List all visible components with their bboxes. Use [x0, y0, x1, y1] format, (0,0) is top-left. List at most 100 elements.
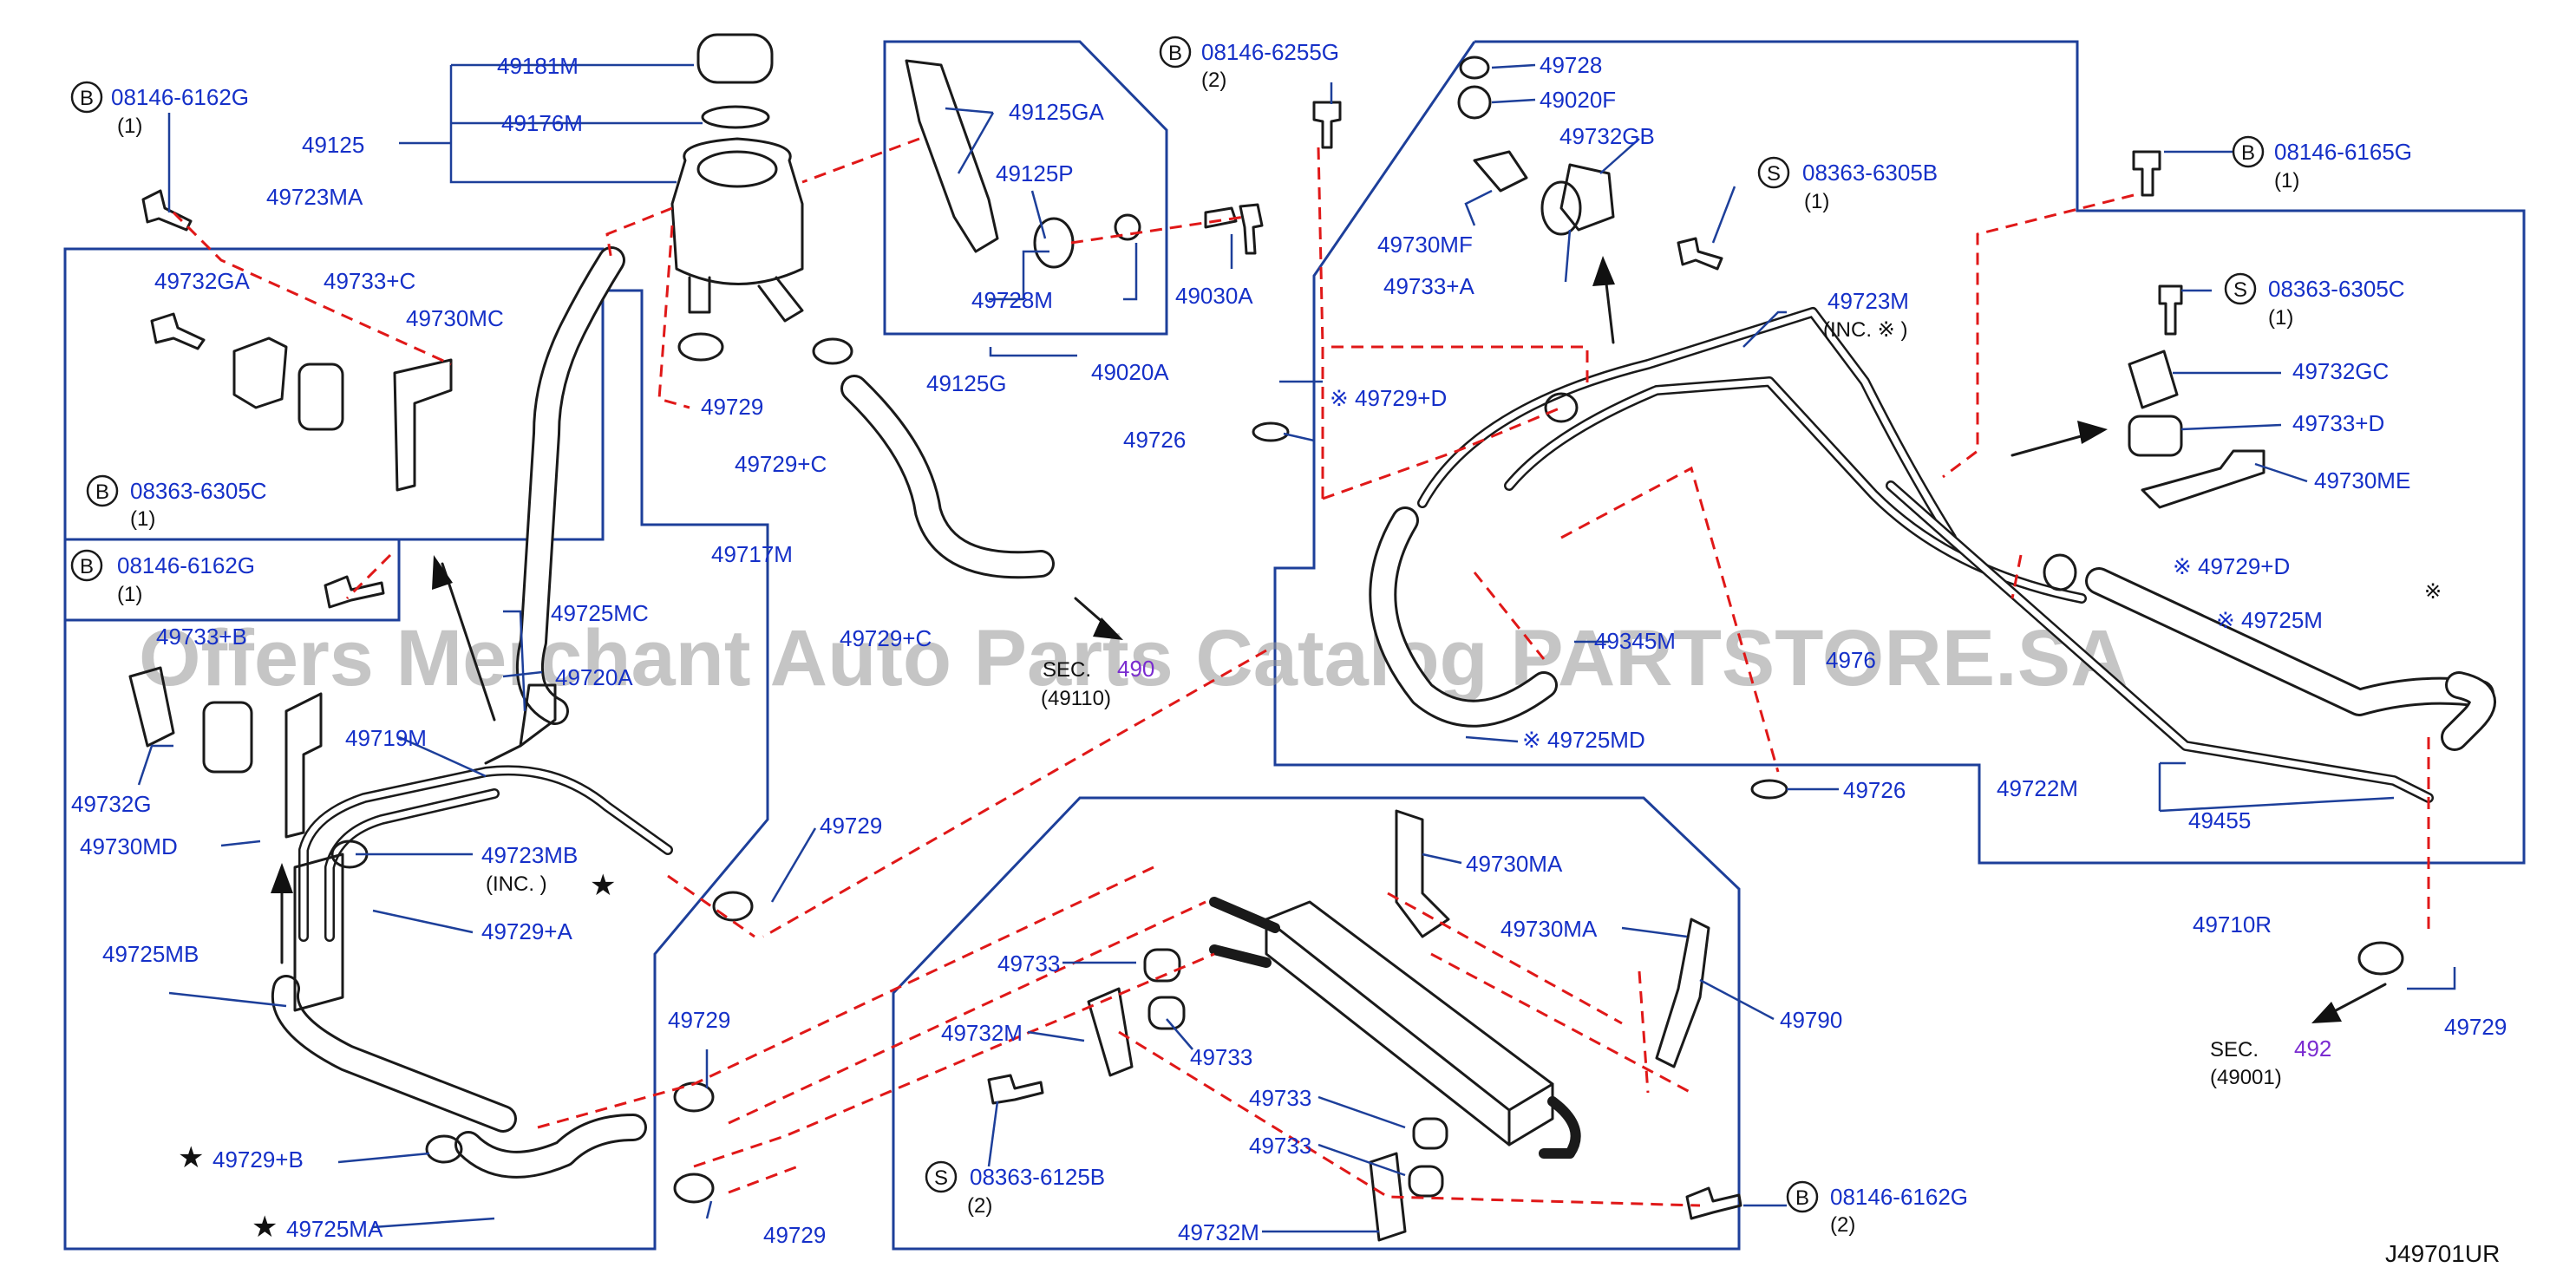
bushing-733b — [202, 701, 253, 774]
box-oil-cooler — [892, 796, 1741, 1251]
arrow-icon — [1592, 256, 1615, 286]
part-label: 49729+B — [212, 1147, 304, 1173]
part-label: 49728M — [971, 287, 1053, 313]
b3-qty: (1) — [117, 583, 142, 606]
part-label: 49710R — [2193, 911, 2272, 937]
cooler-clamp-3 — [1412, 1117, 1448, 1150]
b-circle-icon — [2232, 135, 2265, 168]
part-label: ※ 49725MD — [1522, 727, 1645, 753]
leader-lines — [137, 63, 2456, 1233]
bolt-callout-b2: B 08363-6305C (1) — [86, 474, 267, 531]
box-reservoir-parts — [883, 40, 1168, 336]
brackets — [128, 56, 2404, 1204]
part-label: 49125P — [996, 160, 1074, 186]
arrow-icon — [2311, 1002, 2342, 1023]
ref-mark: ※ — [2424, 580, 2442, 604]
part-label: 49733 — [1249, 1085, 1311, 1111]
part-label: 49733+A — [1383, 273, 1474, 299]
part-label: 49719M — [345, 725, 427, 751]
part-label: 49717M — [711, 541, 793, 567]
arrow-icon — [432, 555, 453, 590]
b8-code: 08363-6125B — [970, 1164, 1105, 1190]
reservoir-body — [670, 137, 804, 285]
reservoir-assembly — [670, 33, 853, 365]
part-label: 49730MA — [1466, 851, 1563, 877]
part-label: 49020F — [1540, 87, 1616, 113]
bushing-49020f — [1457, 85, 1492, 120]
bolt-icon — [1677, 237, 1723, 271]
b5-code: 08363-6305B — [1802, 160, 1938, 186]
part-label: 49726 — [1123, 427, 1186, 453]
bolt-icon — [2132, 150, 2161, 197]
section-ref-490: SEC. 490 (49110) — [1041, 656, 1154, 710]
part-label: 49725MC — [551, 600, 649, 626]
bracket-732gb — [1559, 163, 1615, 232]
b-circle-icon — [70, 81, 103, 114]
part-label: 49176M — [501, 110, 583, 136]
pipes — [298, 307, 2434, 942]
bolt-icon — [324, 575, 385, 609]
star-marker: ★ — [178, 1140, 204, 1175]
bracket-730mc — [393, 358, 453, 492]
clamp-729-right — [2357, 941, 2404, 976]
bracket-732g — [128, 666, 175, 748]
cooler-inlet — [1209, 897, 1280, 933]
b6-code: 08146-6165G — [2274, 139, 2412, 165]
bracket-725mb — [293, 853, 344, 1012]
cooler-bracket-732m-1 — [1087, 987, 1134, 1077]
part-label: 49729+A — [481, 918, 572, 944]
b2-letter: B — [95, 480, 109, 504]
b8-letter: S — [934, 1166, 948, 1190]
part-label: 49729+C — [840, 625, 932, 651]
bolt-callout-b9: B 08146-6162G (2) — [1786, 1180, 1968, 1237]
bolt-icon — [987, 1074, 1044, 1105]
sec-sub: (49001) — [2210, 1066, 2282, 1089]
b3-letter: B — [80, 555, 94, 578]
part-label: 49733 — [1190, 1044, 1252, 1070]
part-label: 49733 — [1249, 1133, 1311, 1159]
bracket-732ga — [232, 336, 288, 409]
b-circle-icon — [86, 474, 119, 507]
clamp-729d-left — [1544, 392, 1579, 423]
part-label-inc: (INC. ※ ) — [1823, 318, 1907, 342]
b7-qty: (1) — [2268, 306, 2293, 330]
part-label: 49732GA — [154, 268, 251, 294]
section-ref-492: SEC. 492 (49001) — [2210, 1035, 2331, 1089]
watermark: Offers Merchant Auto Parts Catalog PARTS… — [139, 614, 2128, 702]
part-label: 49733+D — [2292, 410, 2384, 436]
part-label: ※ 49725M — [2216, 607, 2323, 633]
bolt-callout-b7: S 08363-6305C (1) — [2224, 272, 2405, 330]
sec-number: 490 — [1117, 656, 1154, 682]
bolt-callout-b8: S 08363-6125B (2) — [925, 1160, 1105, 1218]
s-circle-icon — [1757, 156, 1790, 189]
washer-726-b — [1750, 779, 1788, 800]
reservoir-outlet-1 — [688, 276, 711, 314]
part-label: 49723MB — [481, 842, 578, 868]
b1-code: 08146-6162G — [111, 84, 249, 110]
b4-qty: (2) — [1201, 69, 1226, 92]
part-label: 49730MC — [406, 305, 504, 331]
cooler-outlet — [1209, 944, 1272, 968]
b9-code: 08146-6162G — [1830, 1184, 1968, 1210]
b3-code: 08146-6162G — [117, 552, 255, 578]
bushing-125p — [1033, 217, 1075, 269]
oil-cooler — [1087, 809, 1710, 1242]
bracket-730mf — [1473, 150, 1528, 193]
part-label: 49730MF — [1377, 232, 1473, 258]
box-lower-left-hoses — [63, 289, 769, 1251]
bolt-callout-b6: B 08146-6165G (1) — [2232, 135, 2412, 193]
sec-prefix: SEC. — [1043, 658, 1091, 682]
clamp-729d-right — [2043, 553, 2077, 591]
bracket-730md — [284, 692, 323, 839]
part-label: 49729 — [701, 394, 763, 420]
arrow-icon — [2077, 421, 2108, 444]
part-label: 49729 — [820, 813, 882, 839]
bushing-733d — [2128, 415, 2183, 457]
b1-letter: B — [80, 87, 94, 110]
arrow-icon — [1093, 617, 1123, 640]
washer-49728 — [1459, 56, 1490, 80]
part-label: 49345M — [1594, 628, 1676, 654]
bolt-icon — [1312, 101, 1342, 149]
collar-728m — [1114, 213, 1141, 241]
b-circle-icon — [70, 549, 103, 582]
